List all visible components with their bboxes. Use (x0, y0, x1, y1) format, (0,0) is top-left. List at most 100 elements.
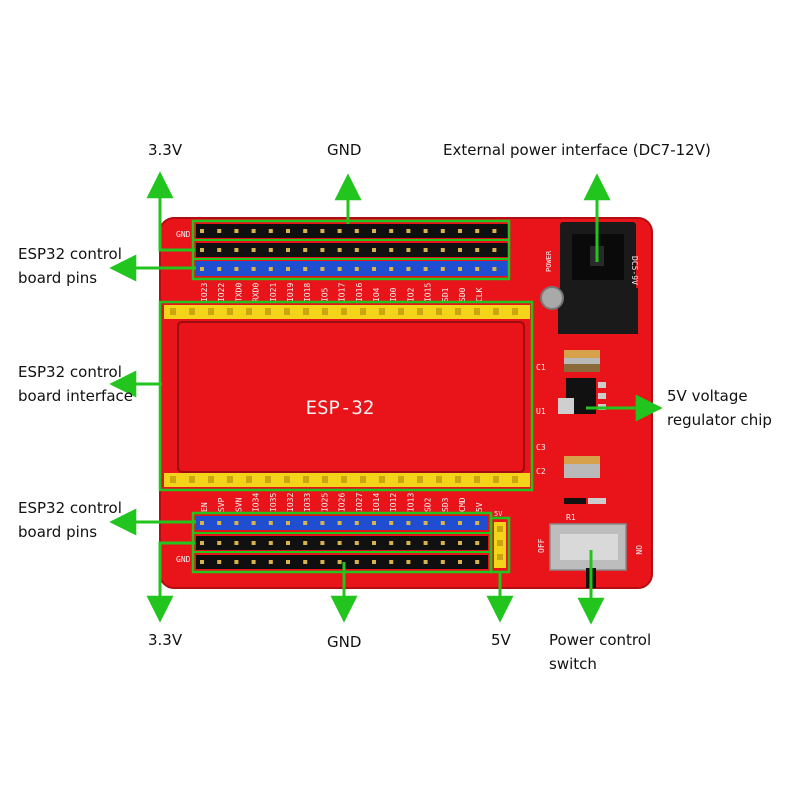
header-pin (251, 521, 256, 525)
module-silkscreen: ESP-32 (306, 397, 375, 419)
pin-label: IO25 (320, 493, 329, 512)
pin-label: SD2 (424, 497, 433, 512)
header-pin (423, 521, 428, 525)
header-pin (389, 541, 394, 545)
capacitor-c2 (564, 456, 600, 478)
socket-hole (436, 308, 442, 315)
socket-hole (227, 308, 233, 315)
header-pin (372, 229, 376, 233)
socket-hole (246, 308, 252, 315)
pin-label: IO16 (355, 283, 364, 302)
header-pin (268, 229, 273, 233)
header-pin (389, 229, 394, 233)
socket-hole (265, 476, 271, 483)
socket-hole (455, 476, 461, 483)
label-top-gnd: GND (327, 141, 362, 159)
header-pin (406, 248, 411, 252)
bottom-3v3-header (196, 536, 488, 550)
pin-label: IO0 (389, 287, 398, 302)
arrow-top-3v3 (146, 171, 195, 252)
header-pin (200, 560, 204, 564)
header-pin (475, 229, 480, 233)
socket-hole (512, 476, 518, 483)
pin-label: IO33 (303, 493, 312, 512)
socket-hole (417, 476, 423, 483)
header-pin (440, 248, 445, 252)
header-pin (234, 560, 239, 564)
header-pin (458, 541, 462, 545)
header-pin (234, 267, 239, 271)
pin-label: IO34 (252, 493, 261, 512)
header-pin (423, 267, 428, 271)
socket-hole (360, 476, 366, 483)
header-pin (423, 248, 428, 252)
socket-hole (322, 308, 328, 315)
header-pin (268, 541, 273, 545)
header-pin (440, 229, 445, 233)
header-pin (406, 267, 411, 271)
socket-hole (379, 308, 385, 315)
header-pin (320, 248, 325, 252)
socket-hole (341, 308, 347, 315)
header-pin (320, 560, 325, 564)
socket-hole (303, 476, 309, 483)
header-pin (354, 560, 359, 564)
header-pin (337, 248, 342, 252)
header-pin (234, 521, 239, 525)
header-pin (458, 560, 462, 564)
silk-r1: R1 (566, 513, 576, 522)
socket-hole (379, 476, 385, 483)
socket-hole (189, 308, 195, 315)
header-pin (372, 541, 376, 545)
silk-5v: 5V (494, 510, 503, 518)
socket-hole (303, 308, 309, 315)
socket-hole (189, 476, 195, 483)
socket-hole (474, 476, 480, 483)
header-pin (303, 248, 308, 252)
header-pin (458, 229, 462, 233)
header-pin (286, 267, 290, 271)
label-bottom-pins: ESP32 control board pins (18, 499, 122, 541)
silk-on: ON (634, 545, 643, 555)
pin-label: IO32 (286, 493, 295, 512)
socket-hole (208, 476, 214, 483)
pin-label: IO4 (372, 287, 381, 302)
header-pin (372, 560, 376, 564)
top-3v3-header (196, 243, 508, 257)
capacitor-c1 (564, 350, 600, 372)
header-pin (406, 541, 411, 545)
5v-header (494, 522, 506, 568)
header-pin (389, 267, 394, 271)
header-pin (286, 560, 290, 564)
socket-hole (398, 308, 404, 315)
header-pin (286, 521, 290, 525)
socket-hole (474, 308, 480, 315)
header-pin (303, 560, 308, 564)
header-pin (320, 267, 325, 271)
header-pin (440, 521, 445, 525)
header-pin (200, 248, 204, 252)
header-pin (286, 541, 290, 545)
pin-label: IO35 (269, 493, 278, 512)
socket-hole (170, 308, 176, 315)
header-pin (251, 560, 256, 564)
header-pin (423, 541, 428, 545)
pin-label: IO18 (303, 283, 312, 302)
label-module-interface: ESP32 control board interface (18, 363, 133, 405)
header-pin (406, 521, 411, 525)
bottom-signal-header (196, 516, 488, 530)
header-pin (337, 560, 342, 564)
smd-resistor (564, 498, 606, 504)
silk-gnd-top: GND (176, 230, 191, 239)
silk-off: OFF (537, 538, 546, 553)
header-pin (303, 541, 308, 545)
header-pin (200, 521, 204, 525)
header-pin (200, 267, 204, 271)
socket-hole (208, 308, 214, 315)
pin-label: IO13 (406, 493, 415, 512)
header-pin (217, 248, 222, 252)
bottom-gnd-header (196, 555, 488, 569)
socket-hole (493, 308, 499, 315)
label-external-power: External power interface (DC7-12V) (443, 141, 711, 159)
